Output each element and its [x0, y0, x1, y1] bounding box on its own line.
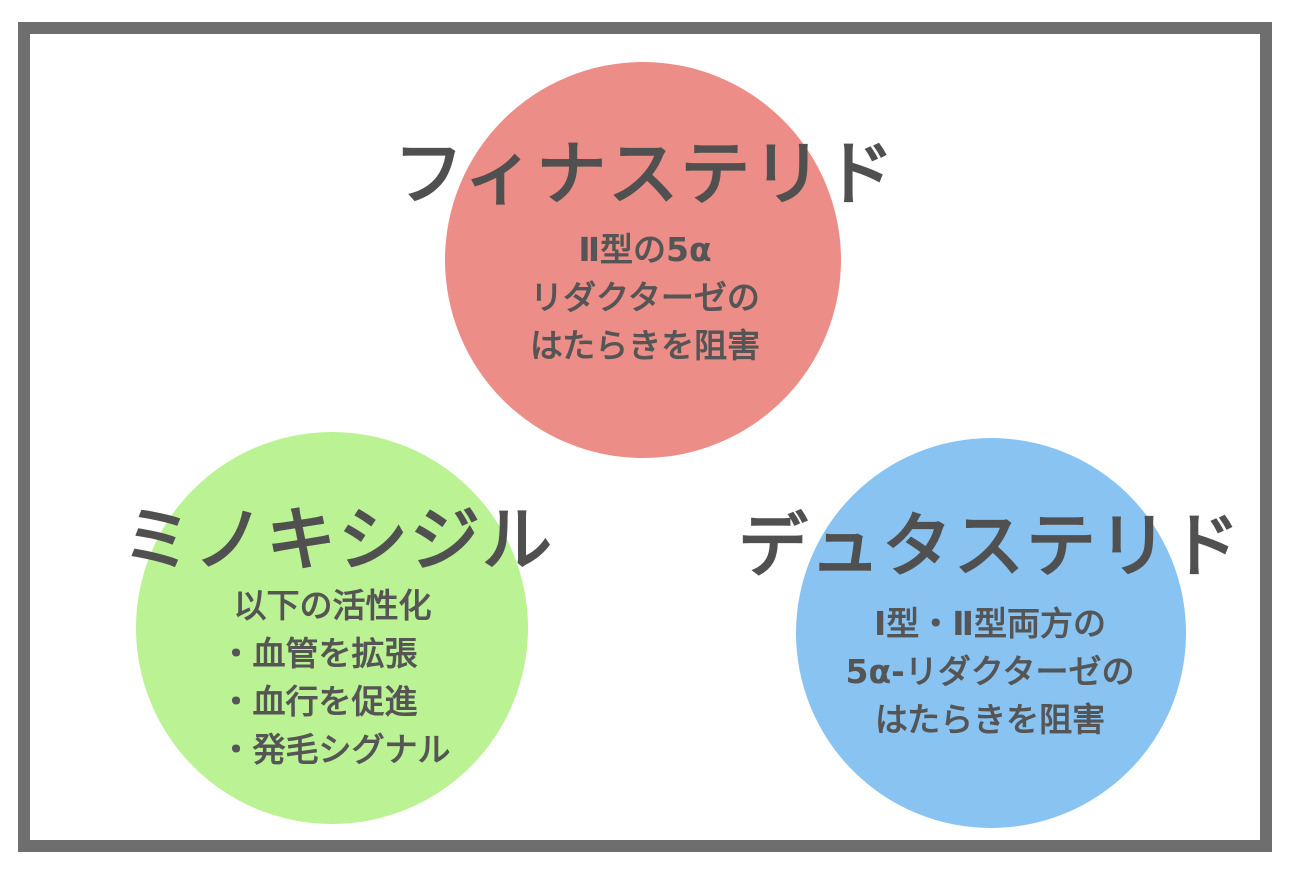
- description-line: ・血行を促進: [219, 682, 418, 721]
- description-line: ・血管を拡張: [219, 634, 418, 673]
- dutasteride-description: Ⅰ型・Ⅱ型両方の 5α-リダクターゼの はたらきを阻害: [845, 600, 1134, 744]
- minoxidil-circle: [136, 432, 528, 824]
- description-line: 以下の活性化: [233, 586, 432, 625]
- minoxidil-title: ミノキシジル: [122, 499, 554, 581]
- description-line: はたらきを阻害: [874, 700, 1106, 739]
- description-line: はたらきを阻害: [529, 326, 761, 365]
- description-line: ・発毛シグナル: [219, 730, 451, 769]
- dutasteride-title: デュタステリド: [738, 505, 1242, 587]
- description-line: Ⅰ型・Ⅱ型両方の: [873, 604, 1107, 643]
- minoxidil-description: 以下の活性化 ・血管を拡張 ・血行を促進 ・発毛シグナル: [220, 582, 451, 774]
- finasteride-description: Ⅱ型の5α リダクターゼの はたらきを阻害: [530, 226, 760, 370]
- dutasteride-circle: [796, 438, 1186, 828]
- description-line: 5α-リダクターゼの: [845, 652, 1135, 691]
- finasteride-title: フィナステリド: [393, 133, 897, 215]
- finasteride-circle: [445, 62, 841, 458]
- description-line: リダクターゼの: [530, 278, 760, 317]
- description-line: Ⅱ型の5α: [578, 230, 712, 269]
